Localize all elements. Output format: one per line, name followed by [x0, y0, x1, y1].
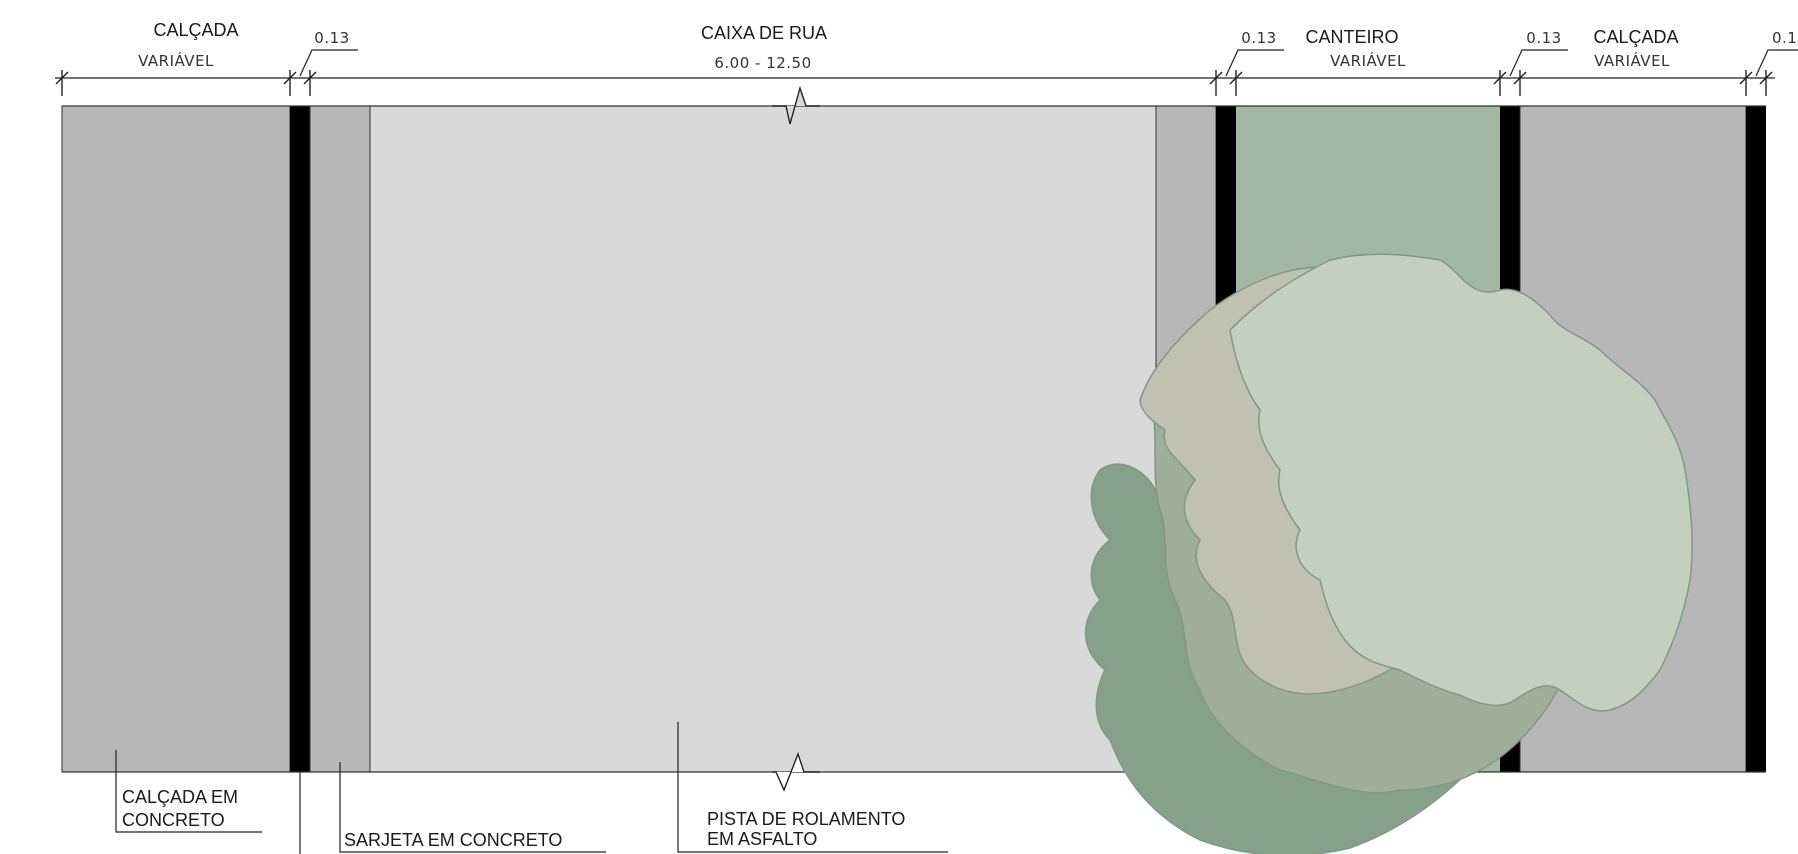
canopy-light-layer — [1229, 253, 1693, 712]
curb-left — [290, 106, 310, 772]
calcada-left-value: VARIÁVEL — [138, 51, 214, 70]
notes: CALÇADA EM CONCRETO SARJETA EM CONCRETO … — [115, 722, 948, 854]
canteiro-title: CANTEIRO — [1305, 27, 1398, 47]
caixa-de-rua-title: CAIXA DE RUA — [701, 23, 827, 43]
canteiro-value: VARIÁVEL — [1330, 51, 1406, 70]
curb-right — [1746, 106, 1766, 772]
meio-fio-1-value: 0.13 — [314, 29, 349, 47]
calcada-right-value: VARIÁVEL — [1594, 51, 1670, 70]
note-pista-line1: PISTA DE ROLAMENTO — [707, 809, 905, 829]
meio-fio-3-value: 0.13 — [1526, 29, 1561, 47]
gutter-left — [309, 105, 371, 773]
calcada-left-title: CALÇADA — [153, 20, 238, 40]
break-mark-bottom — [772, 751, 820, 792]
meio-fio-2-value: 0.13 — [1241, 29, 1276, 47]
dimension-labels: CALÇADA VARIÁVEL 0.13 CAIXA DE RUA 6.00 … — [138, 20, 1797, 72]
note-sarjeta: SARJETA EM CONCRETO — [344, 830, 562, 850]
tree-canopy — [1084, 253, 1693, 854]
caixa-de-rua-value: 6.00 - 12.50 — [714, 54, 811, 72]
note-calcada-concreto-line2: CONCRETO — [122, 810, 225, 830]
sidewalk-left — [61, 105, 291, 773]
break-mark-top — [772, 85, 820, 125]
note-calcada-concreto-line1: CALÇADA EM — [122, 787, 238, 807]
asphalt-road — [369, 105, 1157, 773]
note-pista-line2: EM ASFALTO — [707, 829, 817, 849]
dimension-lines — [55, 49, 1798, 96]
meio-fio-4-value: 0.1 — [1772, 29, 1797, 47]
calcada-right-title: CALÇADA — [1593, 27, 1678, 47]
